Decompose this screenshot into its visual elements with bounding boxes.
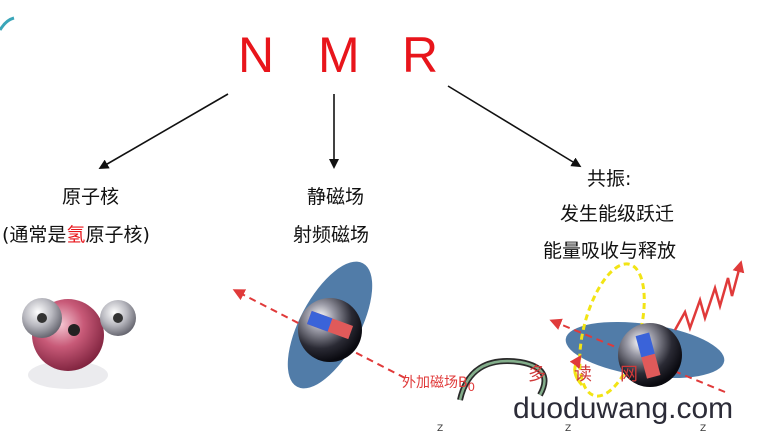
axis-label-z-1: Z (437, 424, 444, 434)
transition-label: 发生能级跃迁 (560, 203, 675, 225)
watermark-cn: 多读网 (528, 360, 666, 386)
title-letter-n: N (238, 27, 275, 83)
watermark-site: duoduwang.com (513, 392, 734, 425)
external-field-subscript: 0 (467, 379, 476, 394)
hydrogen-highlight: 氢 (66, 224, 86, 246)
arrow-to-nucleus (98, 93, 229, 170)
axis-label-z-3: Z (700, 424, 707, 434)
molecule-illustration (22, 298, 136, 389)
resonance-label: 共振: (587, 168, 632, 190)
nucleus-label: 原子核 (62, 186, 120, 208)
arrow-to-resonance (447, 85, 582, 168)
watermark-cn-2: 读 (574, 364, 620, 385)
nucleus-field-illustration (232, 261, 406, 389)
rf-field-label: 射频磁场 (293, 224, 370, 246)
title-letter-r: R (402, 27, 439, 83)
external-field-text: 外加磁场B (402, 375, 468, 391)
corner-accent-arc (0, 16, 15, 31)
nucleus-note: (通常是氢原子核) (2, 224, 150, 247)
static-field-label: 静磁场 (307, 186, 365, 208)
watermark-cn-3: 网 (620, 364, 666, 385)
external-field-label: 外加磁场B0 (402, 372, 475, 394)
nucleus-note-post: 原子核) (85, 224, 150, 246)
nucleus-note-pre: (通常是 (2, 224, 67, 246)
title-letter-m: M (318, 27, 360, 83)
axis-label-z-2: Z (565, 424, 572, 434)
absorption-label: 能量吸收与释放 (543, 240, 677, 262)
watermark-cn-1: 多 (528, 364, 574, 385)
resonance-illustration (549, 260, 745, 398)
rf-wave (673, 260, 745, 332)
